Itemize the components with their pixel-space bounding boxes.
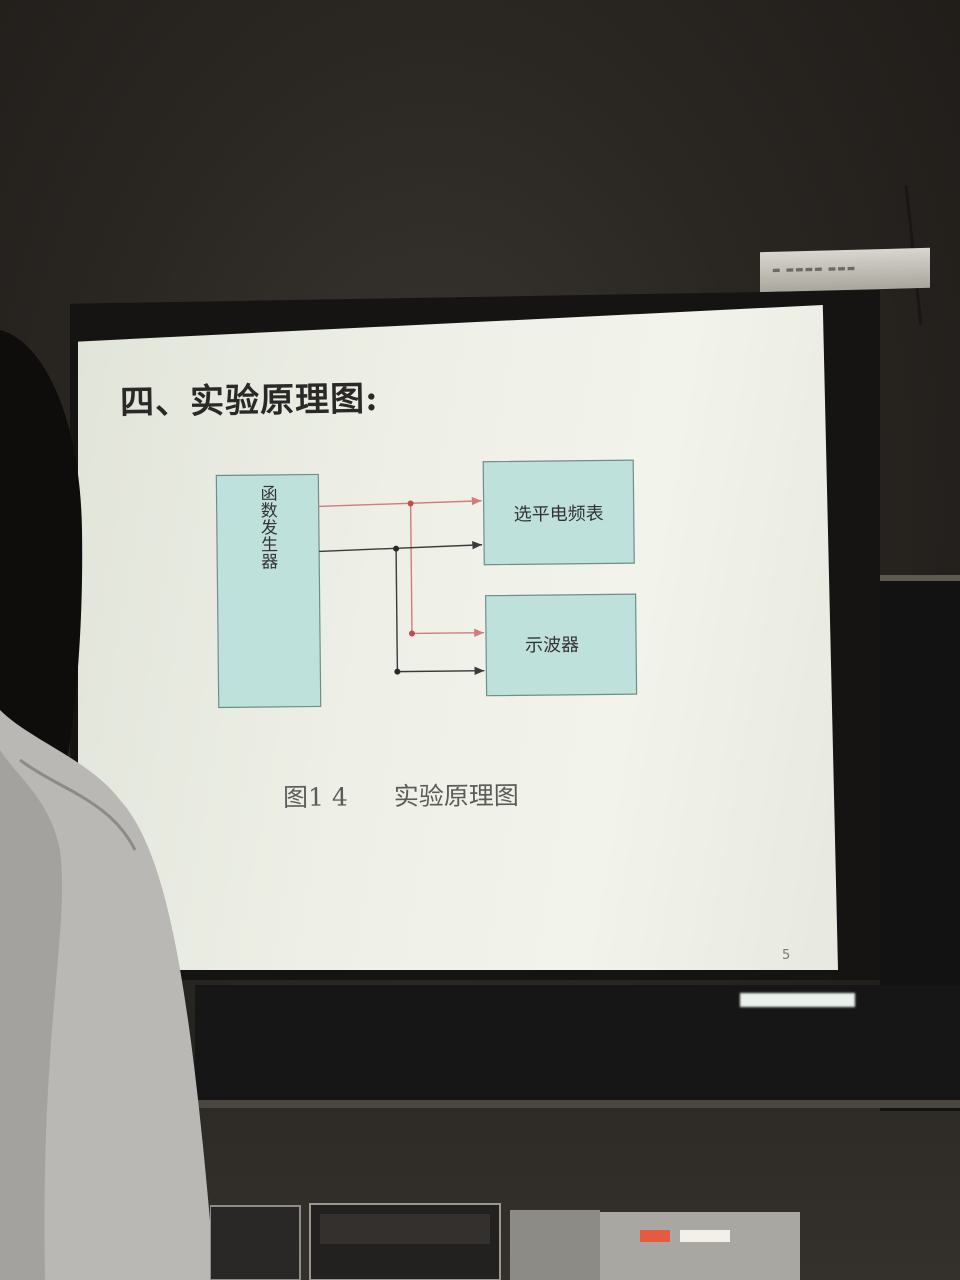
scope-label: 示波器: [525, 635, 579, 657]
signal-wire-scope: [411, 628, 484, 638]
meter-block: [482, 459, 635, 566]
casing-logo: ▬ ▬▬▬▬ ▬▬▬: [772, 263, 857, 276]
lab-equipment: [210, 1203, 800, 1280]
ground-junction-top: [393, 545, 400, 552]
caption-text: 实验原理图: [393, 780, 519, 812]
ground-junction-bottom: [394, 668, 401, 675]
circuit-diagram: 函数发生器 选平电频表 示波器: [215, 459, 638, 709]
slide: 四、实验原理图: 函数发生器 选平电频表 示波器: [78, 305, 838, 970]
ground-wire-meter: [319, 540, 483, 553]
ground-wire-vertical: [395, 548, 399, 672]
presenter-person: [0, 330, 215, 1280]
meter-label: 选平电频表: [514, 503, 604, 525]
signal-junction-top: [407, 500, 414, 507]
screen-casing: ▬ ▬▬▬▬ ▬▬▬: [760, 247, 930, 293]
signal-wire-vertical: [409, 503, 413, 634]
scope-block: [484, 593, 638, 697]
page-number: 5: [782, 948, 791, 963]
generator-label: 函数发生器: [256, 484, 277, 569]
caption-number: 图1 4: [282, 782, 348, 813]
figure-caption: 图1 4 实验原理图: [283, 776, 519, 814]
light-reflection: [740, 993, 855, 1007]
signal-junction-bottom: [408, 630, 415, 637]
generator-block: [215, 473, 322, 709]
ground-wire-scope: [397, 666, 485, 676]
signal-wire-meter: [318, 496, 482, 508]
